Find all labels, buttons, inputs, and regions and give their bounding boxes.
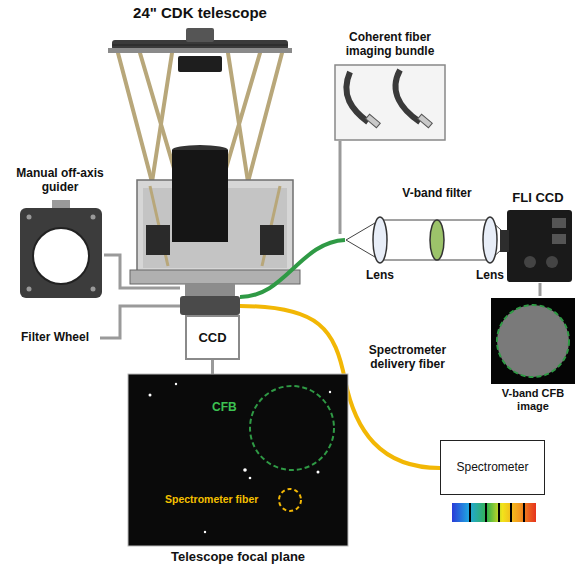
leader-line — [211, 360, 214, 374]
lens-symbol — [373, 217, 387, 263]
camera-fan — [546, 256, 558, 268]
base-plate — [130, 270, 300, 284]
filter-symbol — [430, 220, 444, 260]
absorption-line — [498, 503, 500, 522]
leader-line — [339, 141, 342, 234]
absorption-line — [469, 503, 471, 522]
image-frame — [491, 298, 575, 384]
truss-strut — [228, 53, 248, 182]
mirror-cell — [185, 284, 235, 296]
imaging-fiber — [240, 240, 345, 297]
part-name: Coherent fiber imaging bundle — [335, 30, 445, 59]
filter-wheel — [180, 296, 240, 315]
absorption-line — [510, 503, 512, 522]
screw — [27, 287, 32, 292]
fli-camera — [500, 210, 572, 282]
part-name: Lens — [355, 268, 405, 282]
leader-line — [100, 306, 180, 338]
screw — [91, 215, 96, 220]
lens-symbol — [483, 217, 497, 263]
leader-line — [539, 283, 542, 296]
part-name: FLI CCD — [500, 190, 576, 206]
camera-fan — [524, 256, 536, 268]
fiber-tip — [418, 114, 433, 128]
fiber-bundle-picture — [335, 65, 445, 140]
dashed-circle — [497, 305, 569, 377]
spectrum-bar — [452, 503, 536, 522]
node-text: V-band CFB image — [489, 387, 577, 413]
ccd-box: CCD — [185, 315, 240, 360]
guider-aperture — [33, 228, 89, 284]
camera-port — [552, 234, 566, 244]
image-annotation: CFB — [212, 400, 252, 414]
v-band-image — [491, 298, 575, 384]
camera-nose — [500, 230, 509, 252]
part-name: Manual off-axis guider — [4, 166, 116, 195]
absorption-line — [485, 503, 487, 522]
part-name: Filter Wheel — [5, 330, 105, 344]
fiber-tip — [366, 114, 381, 128]
telescope-name: 24" CDK telescope — [100, 4, 300, 22]
image-panel: V-band CFB image — [489, 296, 577, 416]
part-name: Spectrometer delivery fiber — [355, 343, 460, 372]
star — [243, 468, 247, 472]
leader-lines — [100, 141, 540, 338]
fiber-face — [497, 305, 569, 377]
part-name: Lens — [465, 268, 515, 282]
fiber-cable — [346, 72, 368, 122]
secondary-mirror — [178, 56, 222, 72]
spectrum — [452, 503, 536, 522]
telescope — [108, 28, 300, 315]
node-text: Spectrometer — [456, 460, 528, 474]
focal-plane-image — [128, 374, 348, 546]
focuser — [186, 28, 214, 42]
absorption-line — [523, 503, 525, 522]
picture-frame — [335, 65, 445, 140]
primary-baffle — [172, 150, 228, 242]
image-panel: Telescope focal plane — [128, 374, 348, 567]
guider-body — [20, 208, 102, 298]
camera-port — [552, 218, 566, 228]
star — [149, 394, 152, 397]
fiber-cable — [396, 70, 420, 122]
node-text: Telescope focal plane — [171, 549, 305, 565]
electronics-box — [146, 225, 170, 255]
spectrometer-box: Spectrometer — [440, 440, 545, 495]
star — [329, 391, 331, 393]
fiber-circle — [279, 489, 301, 511]
screw — [91, 287, 96, 292]
cfb-circle — [250, 386, 334, 470]
star — [204, 531, 206, 533]
top-ring — [108, 48, 292, 53]
spider — [112, 45, 288, 46]
camera-body — [507, 210, 572, 282]
electronics-box — [260, 225, 284, 255]
off-axis-guider — [20, 200, 102, 298]
image-frame — [128, 374, 348, 546]
star — [175, 383, 177, 385]
star — [317, 471, 320, 474]
node-text: CCD — [198, 330, 226, 346]
image-annotation: Spectrometer fiber — [165, 493, 269, 506]
absorption-lines — [470, 503, 524, 522]
star — [249, 477, 252, 480]
truss-strut — [152, 53, 172, 182]
screw — [27, 215, 32, 220]
leader-line — [104, 255, 180, 288]
part-name: V-band filter — [392, 186, 482, 200]
